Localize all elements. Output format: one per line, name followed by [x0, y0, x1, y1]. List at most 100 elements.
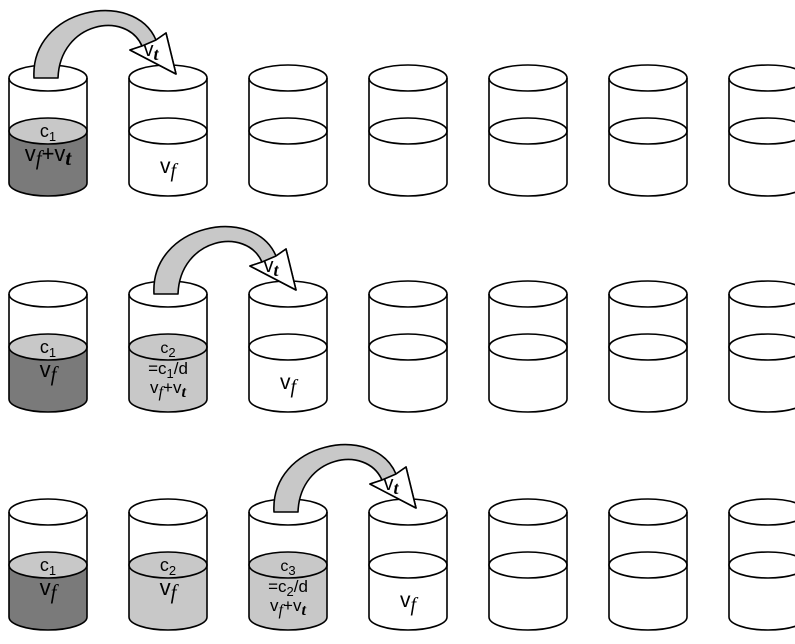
- tube-rim: [729, 65, 795, 91]
- tube-rim: [249, 65, 327, 91]
- text-run: v: [160, 155, 171, 178]
- text-run: /d: [174, 359, 188, 378]
- tube-rim: [129, 499, 207, 525]
- text-run: v: [25, 141, 36, 166]
- tube-rim: [369, 65, 447, 91]
- text-run: v: [143, 39, 153, 61]
- tube: [489, 281, 567, 412]
- text-run: =c: [148, 359, 167, 378]
- tube: [369, 281, 447, 412]
- text-run: +v: [42, 141, 66, 166]
- tube-outline: [609, 512, 687, 630]
- tube-rim: [489, 499, 567, 525]
- text-run: v: [400, 589, 411, 612]
- liquid-surface: [729, 334, 795, 360]
- text-run: v: [280, 371, 291, 394]
- tube: [609, 499, 687, 630]
- text-run: c: [40, 555, 49, 575]
- tube: c1vf: [9, 499, 87, 630]
- text-run: c: [40, 121, 49, 141]
- tube-rim: [729, 499, 795, 525]
- text-run: v: [160, 575, 171, 600]
- tube: c2=c1/dvf+vt: [129, 281, 207, 412]
- tube: [609, 281, 687, 412]
- subscript: f: [410, 594, 418, 616]
- text-run: c: [280, 558, 288, 575]
- text-run: c: [160, 555, 169, 575]
- tube: [489, 499, 567, 630]
- transfer-arrow: vt: [274, 445, 416, 512]
- tube: [729, 499, 795, 630]
- text-run: +v: [163, 378, 182, 397]
- text-run: =c: [268, 577, 287, 596]
- text-run: v: [40, 575, 51, 600]
- tube: vf: [369, 499, 447, 630]
- subscript: f: [290, 376, 298, 398]
- liquid-surface: [729, 118, 795, 144]
- subscript: f: [170, 160, 178, 182]
- tube-outline: [489, 294, 567, 412]
- liquid-surface: [369, 334, 447, 360]
- tube-rim: [609, 281, 687, 307]
- tube: vf: [129, 65, 207, 196]
- text-run: v: [40, 357, 51, 382]
- cup-label-line: vf: [160, 155, 179, 182]
- tube: [489, 65, 567, 196]
- cup-label-line: vf: [280, 371, 299, 398]
- tube-outline: [729, 294, 795, 412]
- tube-outline: [249, 294, 327, 412]
- subscript: t: [181, 384, 186, 401]
- text-run: c: [160, 340, 168, 357]
- tube: c3=c2/dvf+vt: [249, 499, 327, 630]
- subscript: 3: [288, 563, 295, 578]
- liquid-surface: [489, 334, 567, 360]
- liquid-surface: [249, 118, 327, 144]
- text-run: /d: [294, 577, 308, 596]
- tube-rim: [609, 65, 687, 91]
- liquid-surface: [249, 334, 327, 360]
- tube: [369, 65, 447, 196]
- tube-outline: [369, 512, 447, 630]
- liquid-surface: [729, 552, 795, 578]
- transfer-arrow: vt: [154, 227, 296, 294]
- tube-rim: [369, 281, 447, 307]
- tube: [609, 65, 687, 196]
- liquid-surface: [489, 552, 567, 578]
- subscript: t: [301, 602, 306, 619]
- subscript: 2: [168, 345, 175, 360]
- tube-outline: [369, 294, 447, 412]
- cup-label-line: vf+vt: [25, 141, 73, 170]
- text-run: c: [40, 337, 49, 357]
- tube-rim: [729, 281, 795, 307]
- text-run: v: [383, 473, 393, 495]
- liquid-surface: [609, 334, 687, 360]
- tube: [729, 281, 795, 412]
- tube-outline: [489, 512, 567, 630]
- tube-outline: [609, 78, 687, 196]
- tube-outline: [129, 78, 207, 196]
- liquid-surface: [369, 552, 447, 578]
- liquid-surface: [369, 118, 447, 144]
- tube-outline: [489, 78, 567, 196]
- tube-outline: [249, 78, 327, 196]
- transfer-arrow: vt: [34, 11, 176, 78]
- tube: [249, 65, 327, 196]
- tube-rim: [489, 281, 567, 307]
- tube: vf: [249, 281, 327, 412]
- tube-outline: [729, 78, 795, 196]
- tube-rim: [609, 499, 687, 525]
- liquid-surface: [489, 118, 567, 144]
- tube-outline: [729, 512, 795, 630]
- tube-rim: [9, 499, 87, 525]
- text-run: +v: [283, 596, 302, 615]
- tube-rim: [489, 65, 567, 91]
- liquid-surface: [609, 118, 687, 144]
- tube-outline: [609, 294, 687, 412]
